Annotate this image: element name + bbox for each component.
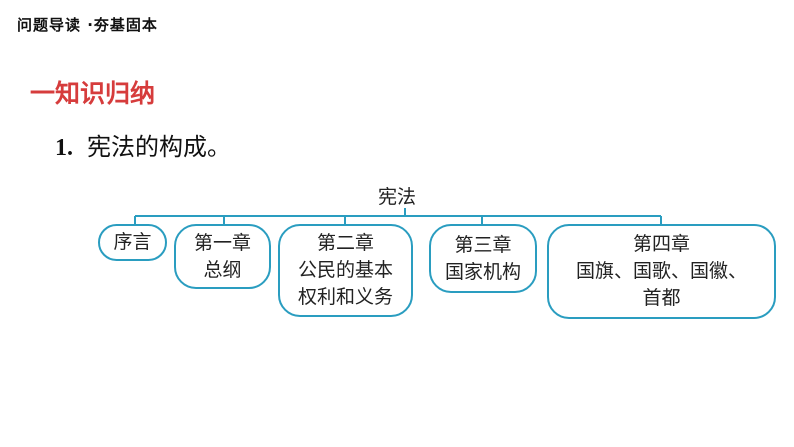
node-chapter-4: 第四章 国旗、国歌、国徽、 首都 (547, 224, 776, 319)
node-label: 第一章 总纲 (193, 231, 251, 281)
node-preamble: 序言 (98, 224, 167, 261)
node-label: 第二章 公民的基本 权利和义务 (297, 232, 393, 308)
diagram-root: 宪法 (378, 186, 417, 208)
node-chapter-3: 第三章 国家机构 (429, 224, 537, 293)
list-item: 1. 宪法的构成。 (55, 127, 231, 162)
node-chapter-2: 第二章 公民的基本 权利和义务 (278, 224, 413, 317)
header-title: 问题导读 ·夯基固本 (17, 16, 158, 34)
node-label: 第三章 国家机构 (444, 233, 521, 283)
section-title: 一知识归纳 (30, 79, 156, 108)
node-chapter-1: 第一章 总纲 (174, 224, 271, 289)
item-number: 1. (55, 135, 73, 161)
node-label: 序言 (113, 231, 152, 253)
item-text: 宪法的构成。 (87, 133, 231, 161)
node-label: 第四章 国旗、国歌、国徽、 首都 (575, 233, 747, 309)
